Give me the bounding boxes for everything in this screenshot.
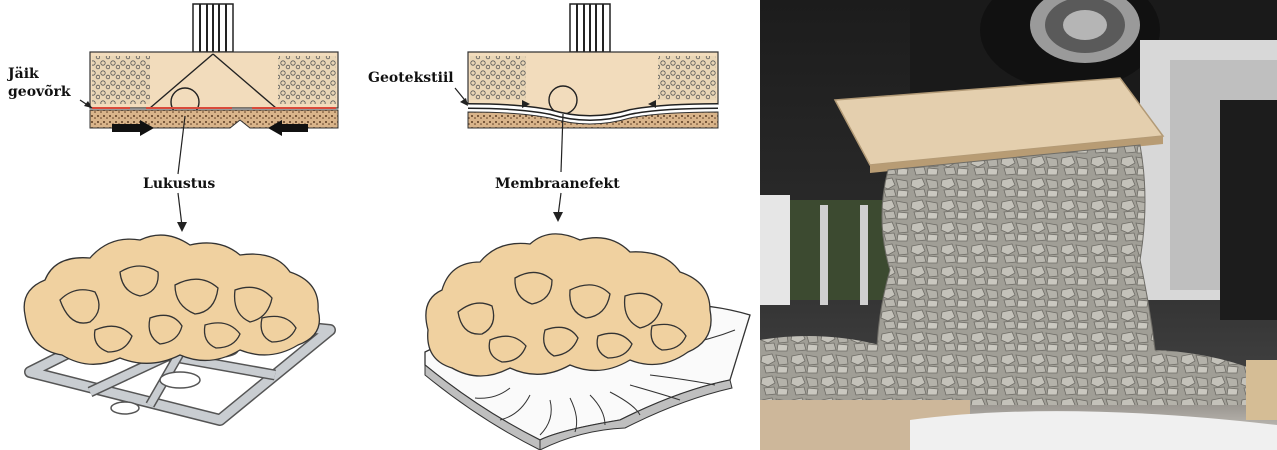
load-rod	[193, 4, 233, 52]
geogrid-diagram	[0, 0, 380, 450]
membrane-label: Membraanefekt	[495, 176, 620, 192]
interlock-label: Lukustus	[143, 176, 215, 192]
interlock-pointer-bottom	[178, 193, 182, 226]
geotextile-diagram	[380, 0, 760, 450]
panel-geogrid: Jäik geovõrk Lukustus	[0, 0, 380, 450]
base-course	[90, 52, 338, 116]
aggregate-pile	[24, 235, 319, 364]
panel-geotextile: Geotekstiil Membraanefekt	[380, 0, 760, 450]
side-block	[1246, 360, 1277, 420]
subgrade	[90, 110, 338, 136]
geotextile-label: Geotekstiil	[368, 70, 454, 86]
load-rod	[570, 4, 610, 52]
geogrid-label-line1: Jäik	[8, 66, 39, 82]
aggregate-pile	[426, 234, 711, 376]
gravel-column-photo	[760, 0, 1277, 450]
geogrid-label-line2: geovõrk	[8, 84, 71, 100]
photo-panel	[760, 0, 1277, 450]
